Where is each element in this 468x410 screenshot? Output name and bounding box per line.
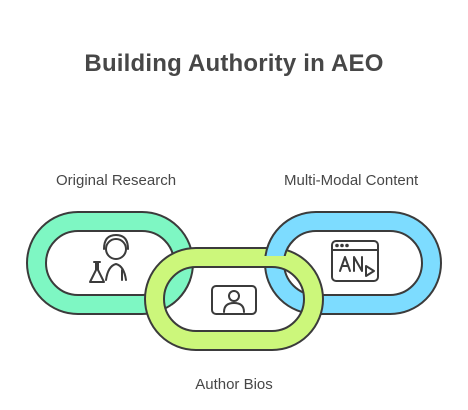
link-author-bios [144, 247, 324, 351]
label-multi-modal-content: Multi-Modal Content [284, 172, 419, 189]
scientist-icon [89, 234, 129, 283]
video-ai-icon [331, 240, 379, 282]
label-author-bios: Author Bios [195, 376, 273, 393]
profile-icon [211, 285, 257, 315]
link-original-research [26, 211, 194, 315]
diagram-title: Building Authority in AEO [84, 50, 384, 77]
label-original-research: Original Research [56, 172, 177, 189]
